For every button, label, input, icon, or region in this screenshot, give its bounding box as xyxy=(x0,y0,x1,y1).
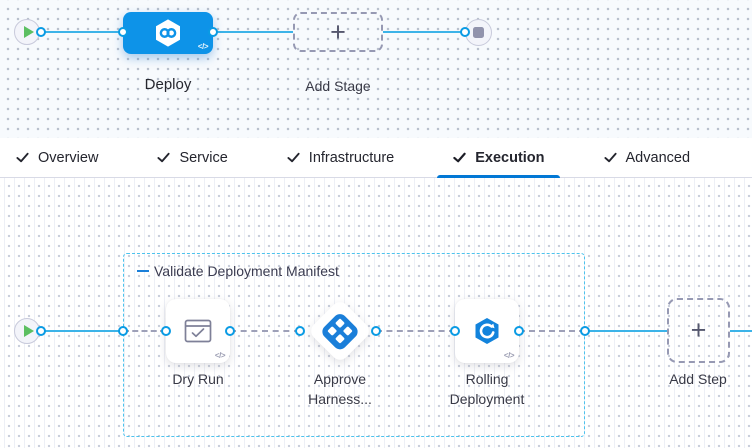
connector-dot[interactable] xyxy=(118,27,128,37)
connector-dot[interactable] xyxy=(161,326,171,336)
step-link-line xyxy=(585,329,667,332)
plus-icon: + xyxy=(330,16,346,47)
connector-dot[interactable] xyxy=(450,326,460,336)
step-group-validate-deployment-manifest[interactable]: Validate Deployment Manifest xyxy=(123,253,585,437)
connector-dot[interactable] xyxy=(225,326,235,336)
step-link-dashed-line xyxy=(376,330,455,332)
step-node-dry-run[interactable]: </> xyxy=(166,299,230,363)
step-link-dashed-line xyxy=(123,330,166,332)
step-label-rolling-deployment[interactable]: Rolling Deployment xyxy=(449,371,525,407)
step-group-header: Validate Deployment Manifest xyxy=(137,263,339,279)
connector-dot[interactable] xyxy=(118,326,128,336)
connector-dot[interactable] xyxy=(36,27,46,37)
step-link-line xyxy=(41,329,123,332)
connector-dot[interactable] xyxy=(580,326,590,336)
step-link-line xyxy=(730,329,752,332)
add-step-label[interactable]: Add Step xyxy=(669,371,727,387)
tab-advanced[interactable]: Advanced xyxy=(588,138,706,177)
step-label-approve[interactable]: Approve Harness... xyxy=(308,371,372,407)
add-step-button[interactable]: + xyxy=(667,298,730,363)
step-link-dashed-line xyxy=(230,330,300,332)
stop-icon xyxy=(473,27,484,38)
window-check-icon xyxy=(184,319,212,343)
rolling-deployment-icon xyxy=(475,318,499,344)
pipeline-start-node[interactable] xyxy=(14,19,40,45)
connector-dot[interactable] xyxy=(460,27,470,37)
check-icon xyxy=(453,152,466,163)
code-icon[interactable]: </> xyxy=(214,351,226,360)
play-icon xyxy=(23,26,34,38)
execution-start-node[interactable] xyxy=(14,318,40,344)
harness-approval-icon xyxy=(319,310,361,352)
stage-config-tabbar: Overview Service Infrastructure Executio… xyxy=(0,138,752,178)
check-icon xyxy=(157,152,171,163)
tab-label: Service xyxy=(179,149,228,166)
check-icon xyxy=(287,152,300,163)
stage-label[interactable]: Deploy xyxy=(144,76,192,93)
stage-link-line xyxy=(213,30,293,33)
execution-canvas: Validate Deployment Manifest xyxy=(0,178,752,448)
stage-link-line xyxy=(383,30,466,33)
add-stage-button[interactable]: + xyxy=(293,12,383,52)
connector-dot[interactable] xyxy=(514,326,524,336)
tab-label: Advanced xyxy=(625,149,691,166)
connector-dot[interactable] xyxy=(36,326,46,336)
check-icon xyxy=(603,152,617,163)
plus-icon: + xyxy=(690,315,707,345)
code-icon[interactable]: </> xyxy=(197,42,209,51)
step-group-label[interactable]: Validate Deployment Manifest xyxy=(154,263,339,279)
collapse-icon[interactable] xyxy=(137,270,149,272)
harness-cd-hexagon-icon xyxy=(156,19,180,47)
tab-overview[interactable]: Overview xyxy=(0,138,113,177)
step-label-dry-run[interactable]: Dry Run xyxy=(172,371,224,387)
code-icon[interactable]: </> xyxy=(503,351,515,360)
connector-dot[interactable] xyxy=(208,27,218,37)
connector-dot[interactable] xyxy=(371,326,381,336)
stage-link-line xyxy=(41,30,123,33)
connector-dot[interactable] xyxy=(295,326,305,336)
tab-execution[interactable]: Execution xyxy=(437,138,560,178)
tab-service[interactable]: Service xyxy=(141,138,242,177)
tab-infrastructure[interactable]: Infrastructure xyxy=(271,138,409,177)
pipeline-end-node[interactable] xyxy=(465,19,492,46)
step-node-rolling-deployment[interactable]: </> xyxy=(455,299,519,363)
add-stage-label[interactable]: Add Stage xyxy=(305,78,371,94)
check-icon xyxy=(16,152,29,163)
step-link-dashed-line xyxy=(519,330,585,332)
stage-node-deploy[interactable]: </> xyxy=(123,12,213,54)
stage-canvas: </> + Deploy Add Stage xyxy=(0,0,752,138)
play-icon xyxy=(23,325,34,337)
tab-label: Execution xyxy=(475,149,545,166)
tab-label: Overview xyxy=(38,149,99,166)
tab-label: Infrastructure xyxy=(308,149,395,166)
